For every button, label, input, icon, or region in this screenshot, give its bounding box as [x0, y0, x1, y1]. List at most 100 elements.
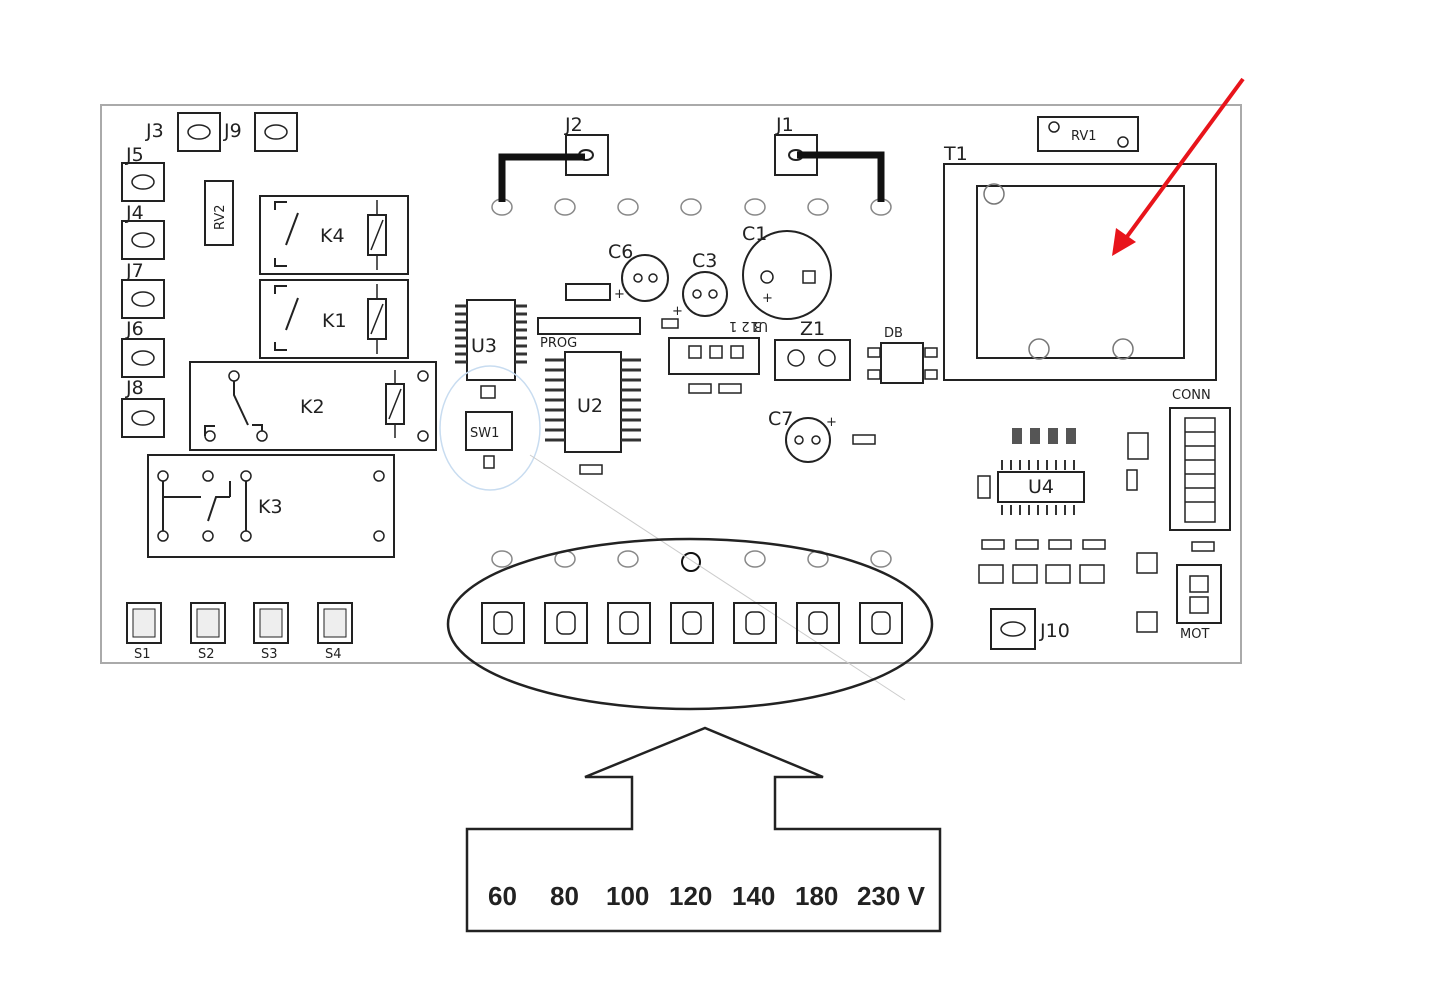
voltage-label: 120 — [669, 881, 712, 911]
svg-text:J7: J7 — [125, 260, 144, 282]
ic-u3: U3 — [455, 299, 527, 381]
tap-terminal — [481, 602, 525, 644]
tap-highlight-ellipse — [446, 537, 934, 711]
jumper-j10: J10 — [990, 608, 1070, 650]
scratch-line — [529, 454, 906, 701]
bridge-db: DB — [867, 326, 938, 384]
voltage-label: 60 — [488, 881, 517, 911]
tap-terminal-row — [446, 537, 934, 711]
capacitor-c3: C3 + — [672, 250, 728, 319]
tap-terminal — [859, 602, 903, 644]
ic-u2: U2 — [545, 351, 641, 475]
svg-text:S1: S1 — [134, 647, 151, 662]
resistor-array — [978, 539, 1158, 633]
svg-text:+: + — [826, 415, 837, 430]
capacitor-c1: C1 + — [742, 223, 832, 320]
svg-text:J2: J2 — [564, 114, 583, 136]
svg-text:DB: DB — [884, 326, 903, 341]
svg-text:K3: K3 — [258, 496, 283, 518]
voltage-label-row: 60 80 100 120 140 180 230 V — [488, 881, 926, 911]
header-prog: PROG — [537, 317, 641, 351]
svg-text:+: + — [614, 287, 625, 302]
tap-terminal — [670, 602, 714, 644]
button-s3: S3 — [253, 602, 289, 662]
jumper-j6: J6 — [121, 318, 165, 378]
svg-text:J1: J1 — [775, 114, 794, 136]
svg-text:U2: U2 — [577, 395, 603, 417]
jumper-j9: J9 — [223, 112, 298, 152]
transformer-t1: T1 — [943, 143, 1217, 381]
capacitor-c6: C6 + — [565, 241, 669, 302]
trimmer-rv1: RV1 — [1037, 116, 1139, 152]
svg-text:SW1: SW1 — [470, 426, 499, 441]
svg-text:K1: K1 — [322, 310, 347, 332]
voltage-label: 140 — [732, 881, 775, 911]
tap-terminal — [796, 602, 840, 644]
svg-text:S3: S3 — [261, 647, 278, 662]
jumper-j1: J1 — [774, 114, 885, 202]
svg-text:S2: S2 — [198, 647, 215, 662]
red-pointer-arrow — [1112, 77, 1245, 256]
voltage-label: 80 — [550, 881, 579, 911]
jumper-j2: J2 — [498, 114, 609, 202]
tap-terminal — [544, 602, 588, 644]
svg-text:J3: J3 — [145, 120, 164, 142]
regulator-u1: 3 2 1 U1 — [661, 318, 768, 394]
svg-text:+: + — [672, 304, 683, 319]
trimmer-rv2: RV2 — [204, 180, 234, 246]
switch-sw1: SW1 — [439, 365, 541, 491]
svg-text:J10: J10 — [1039, 620, 1070, 642]
svg-text:U1: U1 — [750, 318, 768, 333]
svg-text:MOT: MOT — [1180, 627, 1209, 642]
callout-arrow-box — [465, 726, 942, 933]
svg-text:Z1: Z1 — [800, 318, 825, 340]
svg-text:RV2: RV2 — [213, 205, 228, 231]
svg-text:PROG: PROG — [540, 336, 577, 351]
connector-conn: CONN — [1169, 388, 1231, 552]
button-s4: S4 — [317, 602, 353, 662]
tap-terminal — [733, 602, 777, 644]
svg-text:J4: J4 — [125, 202, 144, 224]
svg-text:CONN: CONN — [1172, 388, 1211, 403]
svg-text:C3: C3 — [692, 250, 717, 272]
svg-text:K4: K4 — [320, 225, 345, 247]
svg-text:C6: C6 — [608, 241, 633, 263]
jumper-j3: J3 — [145, 112, 221, 152]
jumper-j7: J7 — [121, 260, 165, 319]
svg-text:U4: U4 — [1028, 476, 1054, 498]
svg-text:J9: J9 — [223, 120, 242, 142]
svg-text:T1: T1 — [943, 143, 968, 165]
jumper-j4: J4 — [121, 202, 165, 260]
svg-text:U3: U3 — [471, 335, 497, 357]
relay-k4: K4 — [259, 195, 409, 275]
ic-u4: U4 — [977, 428, 1149, 515]
relay-k3: K3 — [147, 454, 395, 558]
varistor-z1: Z1 — [774, 318, 851, 381]
voltage-label: 230 V — [857, 881, 926, 911]
connector-mot: MOT — [1176, 564, 1222, 642]
button-s1: S1 — [126, 602, 162, 662]
selected-tap-hole — [681, 552, 701, 572]
voltage-label: 180 — [795, 881, 838, 911]
svg-text:C7: C7 — [768, 408, 793, 430]
svg-text:3 2 1: 3 2 1 — [729, 318, 762, 333]
svg-text:S4: S4 — [325, 647, 342, 662]
svg-text:+: + — [762, 291, 773, 306]
svg-text:C1: C1 — [742, 223, 767, 245]
svg-text:J5: J5 — [125, 144, 144, 166]
svg-text:J8: J8 — [125, 377, 144, 399]
jumper-j8: J8 — [121, 377, 165, 438]
pcb-board-outline — [100, 104, 1242, 664]
relay-k2: K2 — [189, 361, 437, 451]
svg-text:J6: J6 — [125, 318, 144, 340]
relay-k1: K1 — [259, 279, 409, 359]
tap-terminal — [607, 602, 651, 644]
svg-text:RV1: RV1 — [1071, 129, 1097, 144]
svg-text:K2: K2 — [300, 396, 325, 418]
voltage-label: 100 — [606, 881, 649, 911]
top-tap-holes — [491, 198, 892, 216]
capacitor-c7: C7 + — [768, 408, 876, 463]
button-s2: S2 — [190, 602, 226, 662]
jumper-j5: J5 — [121, 144, 165, 202]
